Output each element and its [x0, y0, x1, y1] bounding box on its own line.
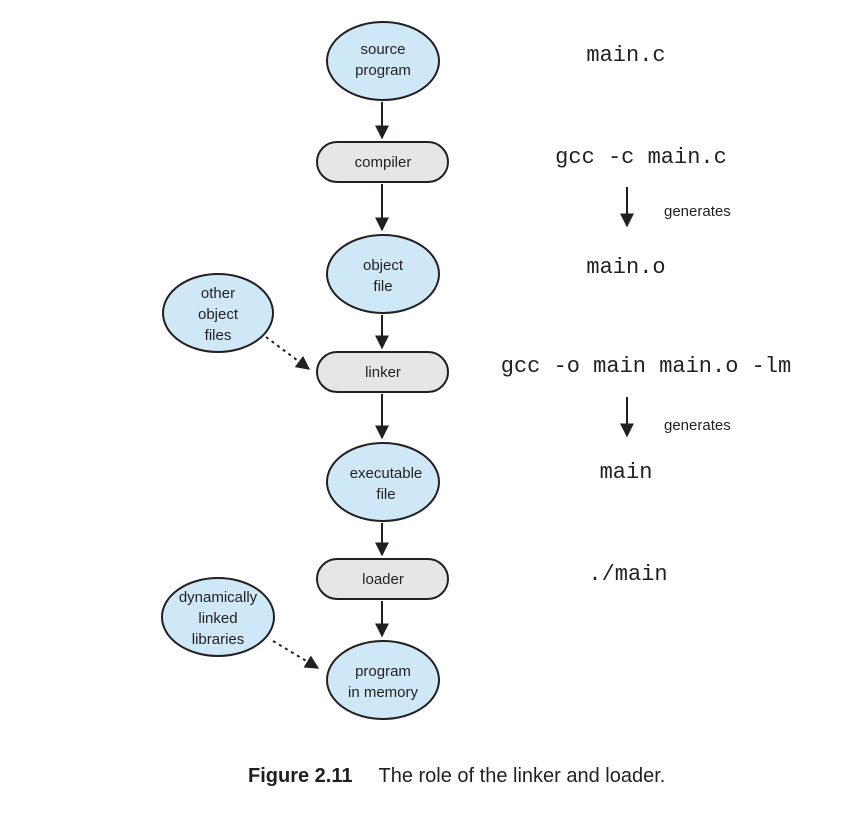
node-program-in-memory: program in memory	[326, 640, 440, 720]
dynamically-linked-libraries-line-3: libraries	[192, 631, 245, 648]
node-object-file: object file	[326, 234, 440, 314]
node-executable-file: executable file	[326, 442, 440, 522]
generates-label-2: generates	[664, 417, 731, 434]
program-in-memory-line-1: program	[355, 663, 411, 680]
command-main-o: main.o	[586, 255, 665, 280]
node-linker: linker	[316, 351, 449, 393]
command-main: main	[600, 460, 653, 485]
node-other-object-files: other object files	[162, 273, 274, 353]
executable-file-line-2: file	[376, 486, 395, 503]
command-run-main: ./main	[588, 562, 667, 587]
figure-caption: Figure 2.11 The role of the linker and l…	[248, 765, 665, 787]
source-program-line-1: source	[360, 41, 405, 58]
generates-label-1: generates	[664, 203, 731, 220]
dashed-arrow-other-objects-to-linker	[265, 336, 311, 370]
node-loader: loader	[316, 558, 449, 600]
node-compiler: compiler	[316, 141, 449, 183]
other-object-files-line-3: files	[205, 327, 232, 344]
dynamically-linked-libraries-line-1: dynamically	[179, 589, 258, 606]
program-in-memory-line-2: in memory	[348, 684, 419, 701]
dashed-arrow-libraries-to-program	[272, 640, 320, 669]
command-gcc-compile: gcc -c main.c	[555, 145, 727, 170]
executable-file-line-1: executable	[350, 465, 423, 482]
object-file-line-1: object	[363, 257, 404, 274]
other-object-files-line-2: object	[198, 306, 239, 323]
other-object-files-line-1: other	[201, 285, 235, 302]
node-dynamically-linked-libraries: dynamically linked libraries	[161, 577, 275, 657]
linker-label: linker	[365, 364, 401, 381]
source-program-line-2: program	[355, 62, 411, 79]
node-source-program: source program	[326, 21, 440, 101]
loader-label: loader	[362, 571, 404, 588]
object-file-line-2: file	[373, 278, 392, 295]
command-gcc-link: gcc -o main main.o -lm	[501, 354, 791, 379]
caption-text: The role of the linker and loader.	[379, 765, 666, 787]
compiler-label: compiler	[355, 154, 412, 171]
caption-label: Figure 2.11	[248, 765, 353, 787]
dynamically-linked-libraries-line-2: linked	[198, 610, 237, 627]
command-main-c: main.c	[586, 43, 665, 68]
